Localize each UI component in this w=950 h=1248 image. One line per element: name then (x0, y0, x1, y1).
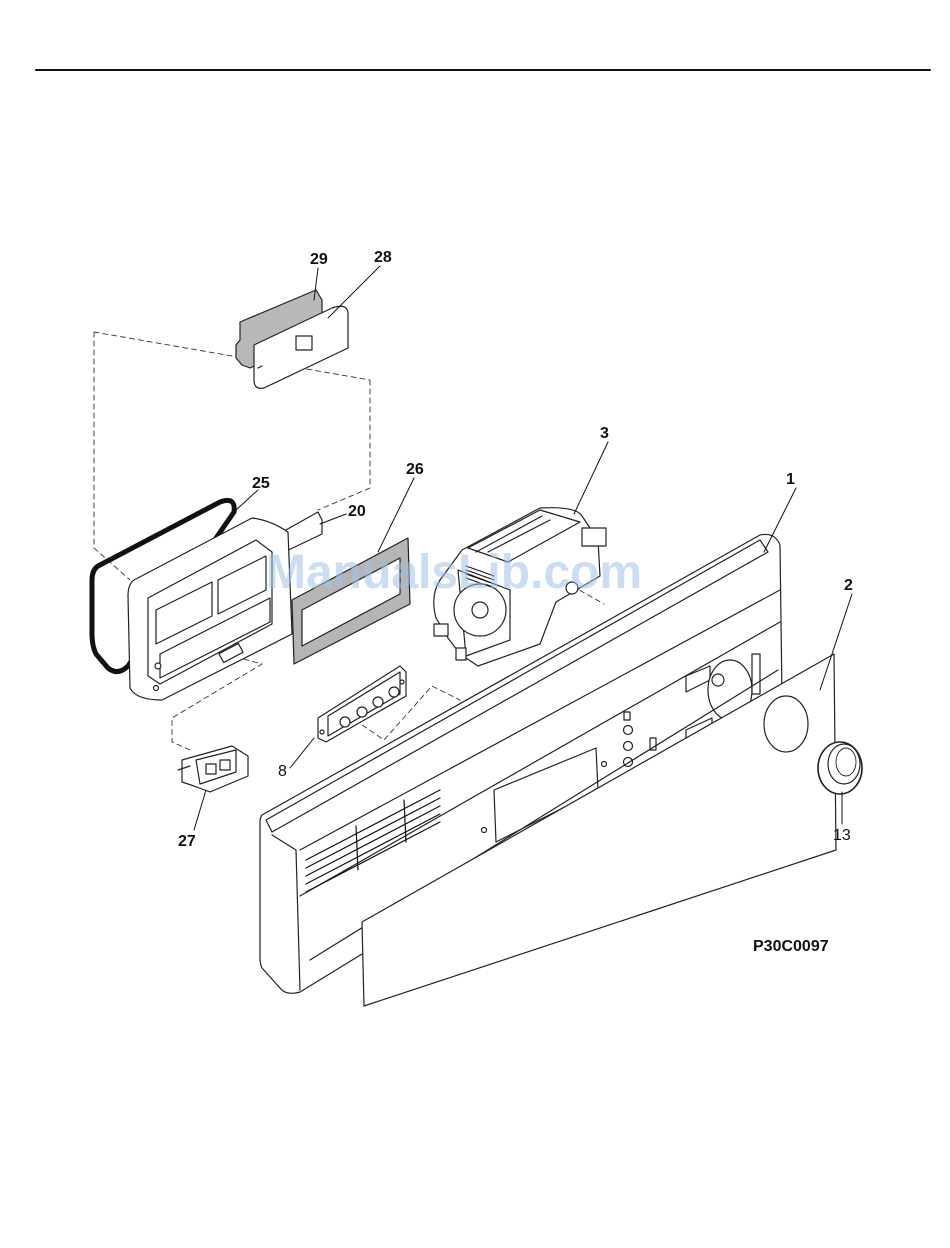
callout-13: 13 (833, 827, 851, 844)
callout-27: 27 (178, 833, 196, 850)
part-27-connector (178, 746, 248, 792)
callout-26: 26 (406, 461, 424, 478)
callout-28: 28 (374, 249, 392, 266)
part-13-knob (818, 742, 862, 794)
figure-code: P30C0097 (753, 938, 829, 955)
callout-3: 3 (600, 425, 609, 442)
callout-1: 1 (786, 471, 795, 488)
callout-8: 8 (278, 763, 287, 780)
callout-2: 2 (844, 577, 853, 594)
callout-29: 29 (310, 251, 328, 268)
callout-25: 25 (252, 475, 270, 492)
callout-20: 20 (348, 503, 366, 520)
watermark: ManualsLib.com (266, 546, 642, 599)
